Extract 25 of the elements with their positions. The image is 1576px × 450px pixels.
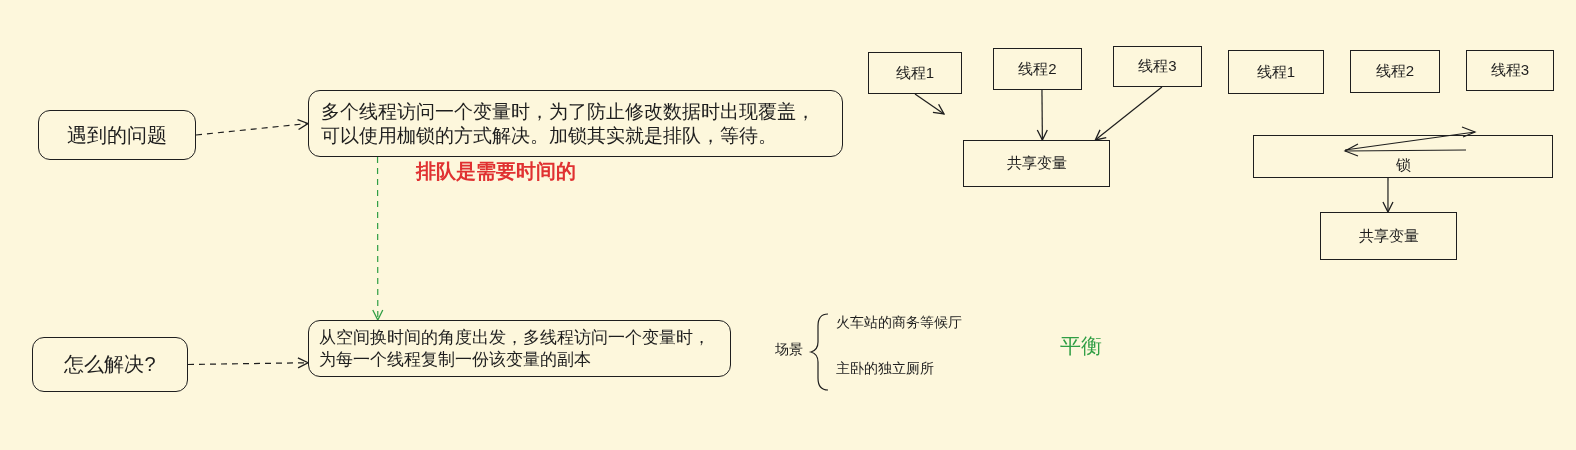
label-text: 场景 (775, 341, 803, 359)
lock-box: 锁 (1253, 135, 1553, 178)
process-box: 共享变量 (963, 140, 1110, 187)
arrow (187, 357, 309, 369)
label-text: 主卧的独立厕所 (836, 360, 934, 378)
process-box: 线程3 (1113, 46, 1202, 87)
question-box: 遇到的问题 (38, 110, 196, 160)
arrow (1094, 86, 1163, 141)
arrow (1036, 89, 1048, 141)
text-box: 从空间换时间的角度出发，多线程访问一个变量时，为每一个线程复制一份该变量的副本 (308, 320, 731, 377)
arrow (914, 93, 945, 115)
process-box: 线程1 (1228, 50, 1324, 94)
arrow (195, 118, 309, 136)
process-box: 线程2 (993, 48, 1082, 90)
note-text: 排队是需要时间的 (416, 159, 576, 184)
process-box: 共享变量 (1320, 212, 1457, 260)
question-box: 怎么解决? (32, 337, 188, 392)
text-box: 多个线程访问一个变量时，为了防止修改数据时出现覆盖，可以使用枷锁的方式解决。加锁其实就是排队，等待。 (308, 90, 843, 157)
process-box: 线程1 (868, 52, 962, 94)
process-box: 线程3 (1466, 50, 1554, 91)
label-text: 火车站的商务等候厅 (836, 314, 962, 332)
process-box: 线程2 (1350, 50, 1440, 93)
arrow (1382, 177, 1394, 213)
note-text: 平衡 (1060, 333, 1102, 359)
arrow (372, 156, 384, 321)
